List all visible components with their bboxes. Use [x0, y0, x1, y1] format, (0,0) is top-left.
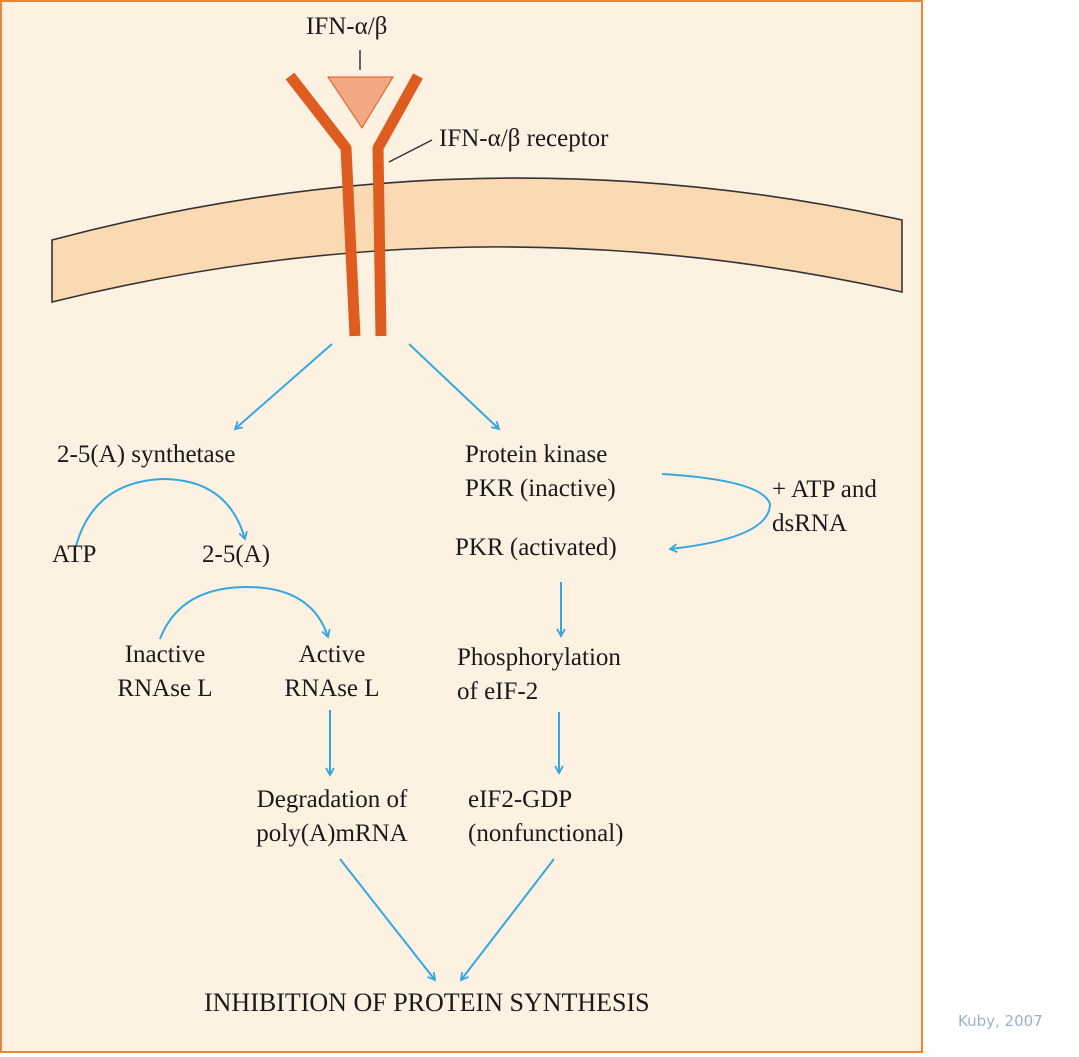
arrow-rnase-activation [159, 585, 331, 640]
active-rnase-line2: RNAse L [284, 675, 380, 702]
receptor-leader-line [388, 139, 433, 163]
inactive-rnase-line1: Inactive [124, 641, 206, 668]
atp-label: ATP [52, 541, 97, 568]
eif2-gdp-line1: eIF2-GDP [468, 786, 573, 813]
pkr-inactive-label: Protein kinase PKR (inactive) [465, 438, 616, 506]
phosphorylation-line1: Phosphorylation [457, 644, 621, 671]
pkr-line1: Protein kinase [465, 441, 608, 468]
pkr-activated-label: PKR (activated) [455, 534, 617, 561]
arrow-to-synthetase [233, 343, 333, 431]
active-rnase-line1: Active [298, 641, 366, 668]
eif2-gdp-line2: (nonfunctional) [468, 820, 624, 847]
cofactor-line1: + ATP and [772, 476, 877, 503]
receptor-shape [285, 72, 423, 337]
ligand-label: IFN-α/β [306, 13, 388, 40]
pathway-diagram [51, 50, 903, 982]
ligand-triangle [327, 76, 394, 129]
receptor-label: IFN-α/β receptor [439, 125, 609, 152]
receptor-right-chain [372, 73, 423, 337]
active-rnase-label: Active RNAse L [257, 638, 407, 706]
cofactor-label: + ATP and dsRNA [772, 473, 877, 541]
product-25a-label: 2-5(A) [202, 541, 271, 568]
eif2-gdp-label: eIF2-GDP (nonfunctional) [468, 783, 624, 851]
arrow-to-pkr [408, 343, 501, 431]
synthetase-label: 2-5(A) synthetase [57, 441, 236, 468]
inactive-rnase-label: Inactive RNAse L [90, 638, 240, 706]
degradation-line1: Degradation of [256, 786, 408, 813]
degradation-label: Degradation of poly(A)mRNA [222, 783, 442, 851]
phosphorylation-line2: of eIF-2 [457, 678, 539, 705]
cell-membrane [51, 177, 903, 304]
degradation-line2: poly(A)mRNA [256, 820, 408, 847]
arrow-degradation-to-inhibition [339, 858, 437, 982]
final-outcome-label: INHIBITION OF PROTEIN SYNTHESIS [204, 988, 650, 1017]
ifn-pathway-figure: IFN-α/β IFN-α/β receptor 2-5(A) syntheta… [0, 0, 923, 1053]
receptor-left-chain [285, 72, 361, 337]
arrow-pkr-activation [661, 473, 772, 554]
pkr-line2: PKR (inactive) [465, 475, 616, 502]
pathway-arrows [75, 343, 772, 982]
arrow-atp-to-25a [75, 477, 248, 547]
inactive-rnase-line2: RNAse L [117, 675, 213, 702]
cofactor-line2: dsRNA [772, 510, 848, 537]
source-credit: Kuby, 2007 [958, 1012, 1043, 1030]
arrow-eif2-to-inhibition [459, 858, 555, 982]
phosphorylation-label: Phosphorylation of eIF-2 [457, 641, 621, 709]
